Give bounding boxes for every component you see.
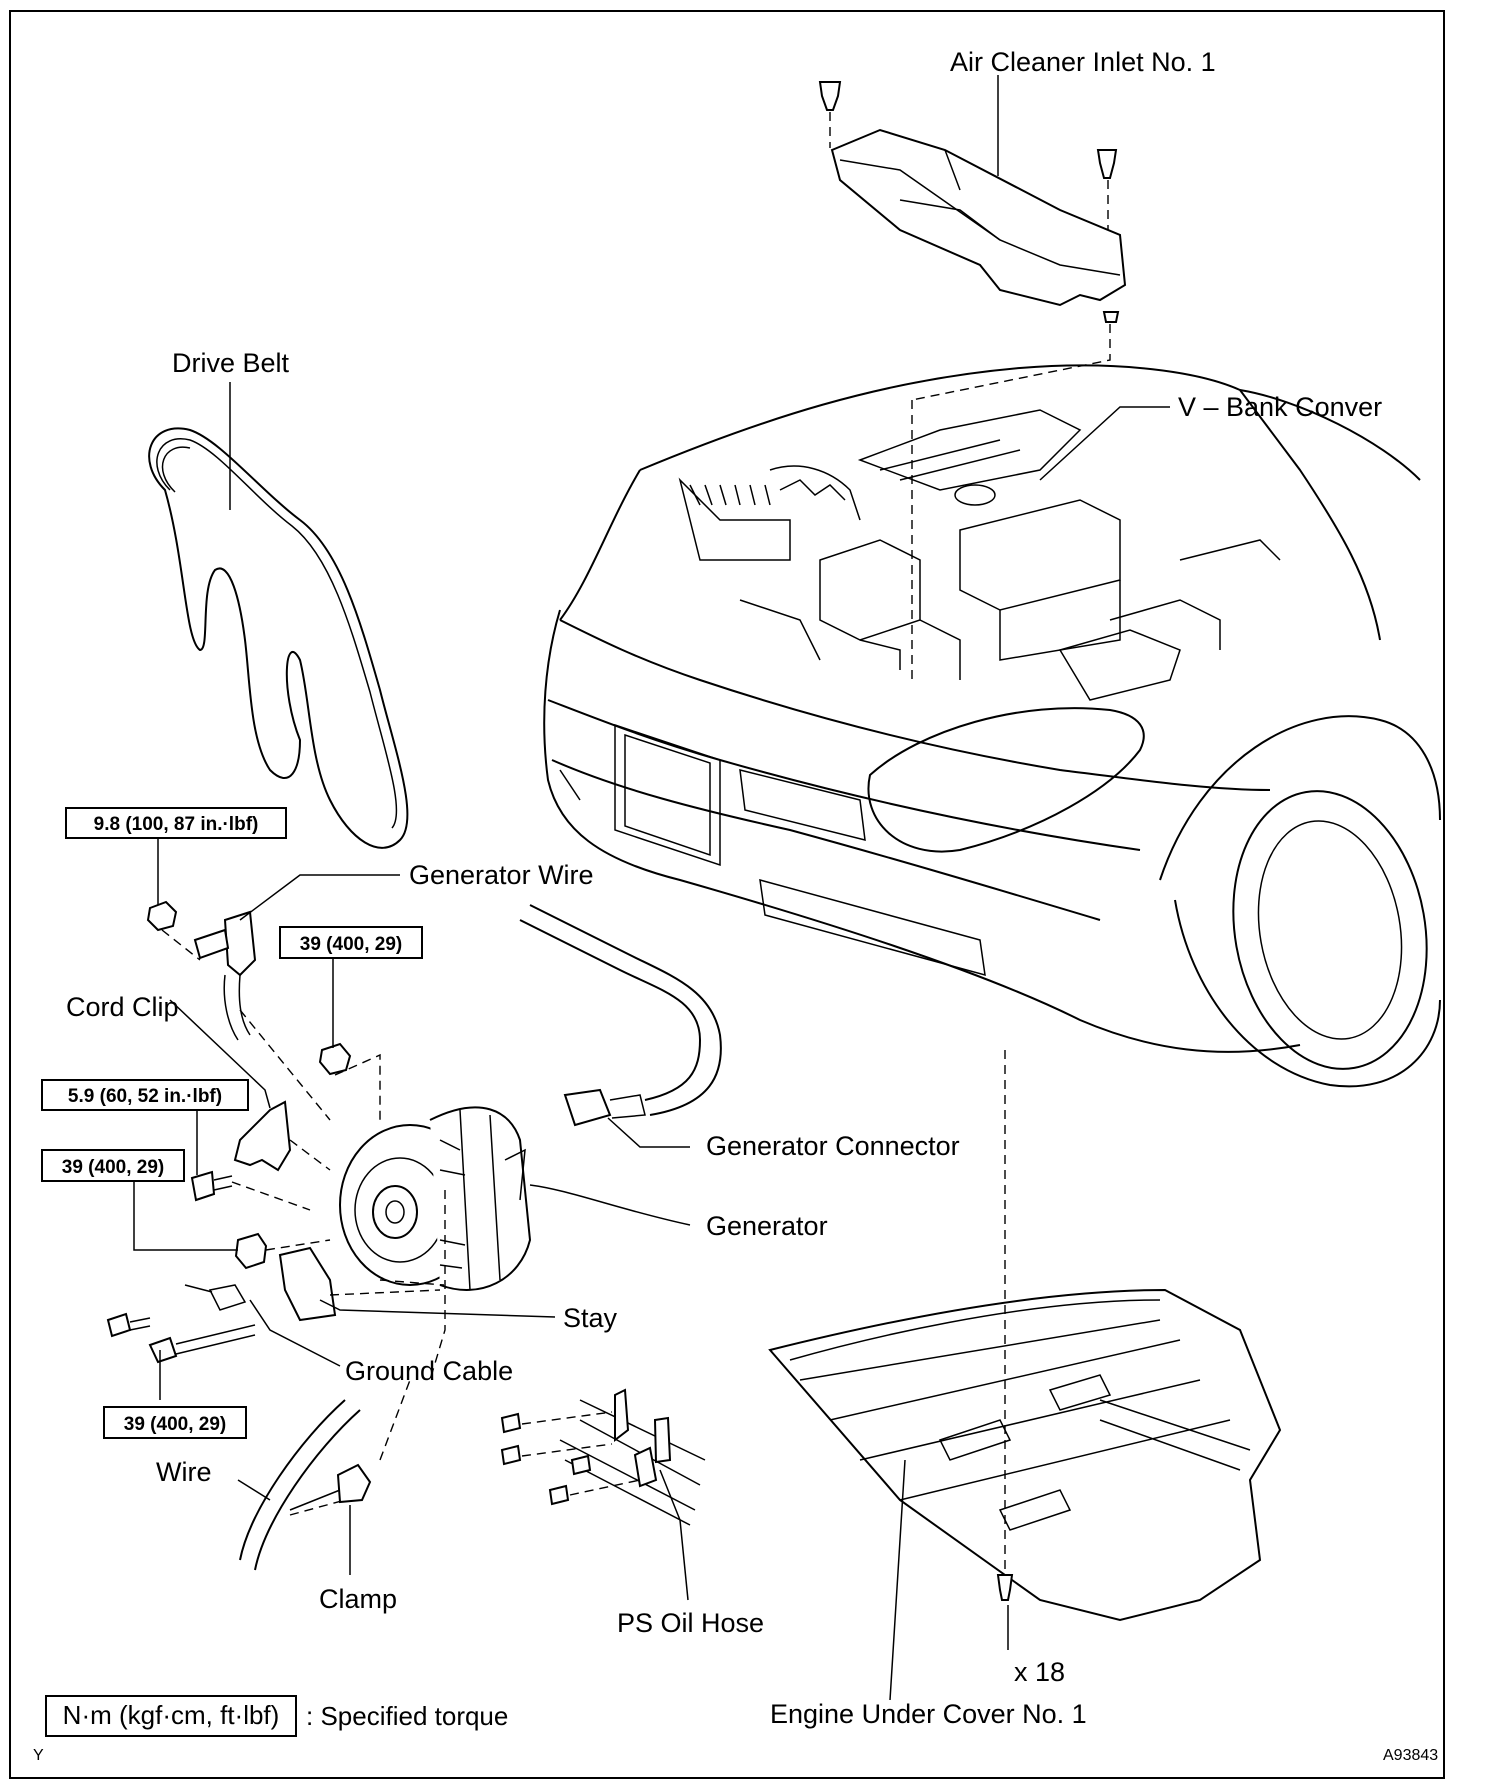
- generator-part: [339, 1106, 532, 1291]
- generator-wire-part: [193, 910, 331, 1121]
- torque-value: 5.9 (60, 52 in.·lbf): [68, 1086, 222, 1107]
- figure-code: A93843: [1383, 1747, 1438, 1764]
- leader-lines: [133, 75, 1170, 1701]
- clamp-part: [336, 1463, 372, 1504]
- under-cover-screw: [996, 1574, 1014, 1601]
- torque-box-generator-nut-top: 39 (400, 29): [279, 926, 423, 959]
- legend-unit: N·m (kgf·cm, ft·lbf): [63, 1700, 280, 1730]
- torque-value: 39 (400, 29): [62, 1157, 164, 1178]
- label-cord-clip: Cord Clip: [66, 992, 179, 1022]
- torque-box-cord-clip-bolt: 5.9 (60, 52 in.·lbf): [41, 1079, 249, 1111]
- torque-value: 39 (400, 29): [124, 1414, 226, 1435]
- drive-belt-part: [148, 427, 409, 849]
- corner-mark: Y: [33, 1747, 44, 1764]
- label-quantity: x 18: [1014, 1657, 1065, 1687]
- generator-alignment-line: [429, 1190, 446, 1381]
- figure-frame: [9, 10, 1445, 1779]
- vehicle-front-illustration: [543, 364, 1441, 1088]
- air-cleaner-inlet-part: [818, 81, 1127, 401]
- label-generator: Generator: [706, 1211, 828, 1241]
- label-wire: Wire: [156, 1457, 212, 1487]
- torque-box-generator-nut-left: 39 (400, 29): [41, 1149, 185, 1182]
- label-stay: Stay: [563, 1303, 618, 1333]
- legend-description: : Specified torque: [306, 1701, 508, 1731]
- torque-box-generator-bolt-lower: 39 (400, 29): [103, 1406, 247, 1439]
- legend-box: [45, 1695, 297, 1737]
- ps-oil-hose-part: [500, 1388, 706, 1526]
- label-v-bank-cover: V – Bank Conver: [1178, 392, 1382, 422]
- generator-connector-part: [519, 904, 722, 1127]
- wire-part: [239, 1379, 411, 1571]
- fasteners: [106, 900, 445, 1364]
- label-clamp: Clamp: [319, 1584, 397, 1614]
- torque-value: 39 (400, 29): [300, 934, 402, 955]
- torque-legend: Y N·m (kgf·cm, ft·lbf) : Specified torqu…: [33, 1695, 508, 1764]
- label-engine-under-cover: Engine Under Cover No. 1: [770, 1699, 1087, 1729]
- label-generator-wire: Generator Wire: [409, 860, 594, 890]
- label-drive-belt: Drive Belt: [172, 348, 290, 378]
- label-ps-oil-hose: PS Oil Hose: [617, 1608, 764, 1638]
- torque-box-wire-nut: 9.8 (100, 87 in.·lbf): [65, 807, 287, 839]
- torque-value: 9.8 (100, 87 in.·lbf): [94, 814, 259, 835]
- label-ground-cable: Ground Cable: [345, 1356, 513, 1386]
- label-air-cleaner-inlet: Air Cleaner Inlet No. 1: [950, 47, 1216, 77]
- label-generator-connector: Generator Connector: [706, 1131, 960, 1161]
- engine-under-cover-part: [768, 1288, 1282, 1622]
